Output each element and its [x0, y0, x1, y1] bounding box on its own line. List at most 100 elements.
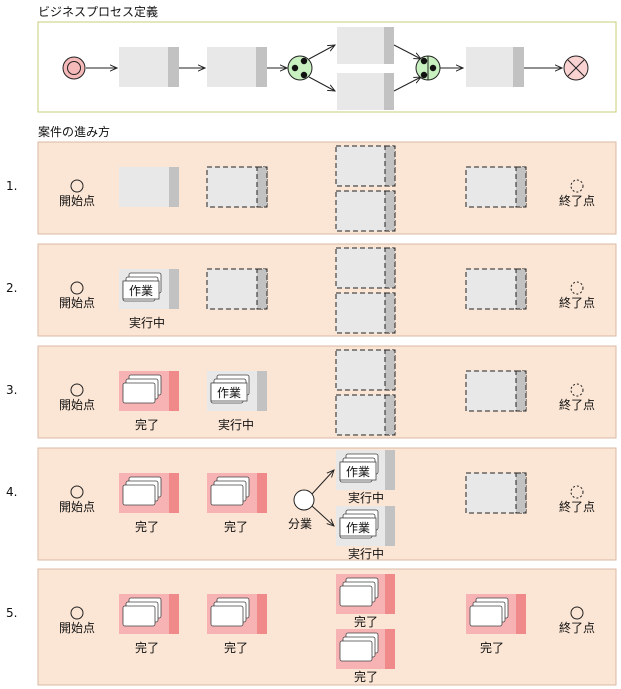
- branch-arrow: [311, 470, 334, 495]
- step-number: 1.: [6, 179, 17, 193]
- step-task-1: [119, 594, 179, 634]
- step-task-1: [119, 371, 179, 411]
- task-1-status: 完了: [135, 417, 159, 432]
- gateway-dot: [300, 71, 308, 79]
- task-4-status: 完了: [480, 640, 504, 655]
- task-shade: [168, 47, 179, 87]
- end-point-icon: [570, 485, 584, 499]
- parallel-bottom-status: 実行中: [348, 546, 384, 561]
- pending-task-shade: [384, 247, 396, 289]
- start-point-label: 開始点: [59, 194, 95, 208]
- definition-task-3b: [337, 73, 394, 110]
- pending-task-shade: [515, 166, 527, 208]
- document-stack-icon: [469, 597, 509, 627]
- document-sheet: [469, 605, 503, 627]
- document-sheet: [122, 382, 156, 404]
- step-parallel-task-bottom: [335, 190, 396, 232]
- step-panel-5: 5.開始点終了点完了完了完了完了完了: [6, 568, 617, 686]
- flow-arrow: [393, 44, 421, 59]
- start-point-label: 開始点: [59, 500, 95, 514]
- done-task-shade: [516, 594, 526, 634]
- end-point-icon: [570, 281, 584, 295]
- branch-arrow: [311, 505, 334, 526]
- step-task-2: [206, 166, 268, 208]
- join-gateway: [415, 55, 441, 81]
- step-task-2: [206, 268, 268, 310]
- work-label: 作業: [217, 386, 241, 400]
- work-label: 作業: [129, 284, 153, 298]
- document-stack-icon: [122, 597, 162, 627]
- end-point-label: 終了点: [559, 397, 595, 412]
- done-task-shade: [385, 629, 395, 669]
- start-point-icon: [70, 606, 84, 620]
- gateway-dot: [291, 64, 299, 72]
- pending-task-shade: [384, 394, 396, 436]
- step-parallel-task-top: 作業: [336, 450, 395, 490]
- step-task-4: [465, 166, 527, 208]
- step-parallel-task-top: [335, 349, 396, 391]
- work-tag: [339, 461, 377, 481]
- step-parallel-task-bottom: [336, 629, 395, 669]
- end-event: [563, 55, 589, 81]
- done-task-shade: [169, 594, 179, 634]
- document-sheet: [339, 640, 373, 662]
- gateway-dot: [429, 64, 437, 72]
- running-task-shade: [257, 371, 267, 411]
- start-point-label: 開始点: [59, 398, 95, 412]
- task-shade: [384, 27, 394, 64]
- branch-circle-icon: [293, 489, 315, 511]
- definition-task-3a: [337, 27, 394, 64]
- document-stack-icon: [210, 476, 250, 506]
- step-task-2: [207, 594, 267, 634]
- definition-title: ビジネスプロセス定義: [38, 4, 158, 19]
- step-parallel-task-top: [336, 574, 395, 614]
- work-tag: [339, 517, 377, 537]
- end-point-icon: [570, 383, 584, 397]
- done-task-shade: [385, 574, 395, 614]
- split-gateway: [287, 55, 313, 81]
- step-task-4: [465, 472, 527, 514]
- step-parallel-task-bottom: 作業: [336, 506, 395, 546]
- step-number: 4.: [6, 485, 17, 499]
- step-parallel-task-top: [335, 145, 396, 187]
- step-task-1: [119, 167, 179, 207]
- task-shade: [384, 73, 394, 110]
- pending-task-shade: [384, 145, 396, 187]
- pending-task-shade: [256, 268, 268, 310]
- gateway-dot: [420, 57, 428, 65]
- step-number: 2.: [6, 281, 17, 295]
- step-number: 3.: [6, 383, 17, 397]
- start-point-icon: [70, 485, 84, 499]
- task-2-status: 実行中: [218, 417, 254, 432]
- step-task-4: [465, 370, 527, 412]
- idle-task-shade: [169, 167, 179, 207]
- document-sheet: [210, 605, 244, 627]
- end-event-cross: [567, 59, 585, 77]
- work-tag: [210, 382, 248, 402]
- pending-task-shade: [384, 190, 396, 232]
- step-parallel-task-top: [335, 247, 396, 289]
- work-label: 作業: [346, 465, 370, 479]
- parallel-top-status: 実行中: [348, 490, 384, 505]
- pending-task-shade: [256, 166, 268, 208]
- start-point-label: 開始点: [59, 296, 95, 310]
- task-shade: [513, 47, 524, 87]
- work-tag: [122, 280, 160, 300]
- parallel-top-status: 完了: [354, 614, 378, 629]
- end-point-label: 終了点: [559, 295, 595, 310]
- end-point-label: 終了点: [559, 193, 595, 208]
- end-point-icon: [570, 606, 584, 620]
- end-point-label: 終了点: [559, 620, 595, 635]
- document-sheet: [122, 605, 156, 627]
- step-parallel-task-bottom: [335, 292, 396, 334]
- end-point-icon: [570, 179, 584, 193]
- gateway-circle: [287, 55, 313, 81]
- document-stack-icon: [122, 476, 162, 506]
- flow-arrow: [393, 77, 421, 92]
- task-2-status: 完了: [224, 519, 248, 534]
- running-task-shade: [385, 506, 395, 546]
- task-shade: [256, 47, 267, 87]
- task-1-status: 完了: [135, 640, 159, 655]
- branch-label: 分業: [288, 517, 312, 531]
